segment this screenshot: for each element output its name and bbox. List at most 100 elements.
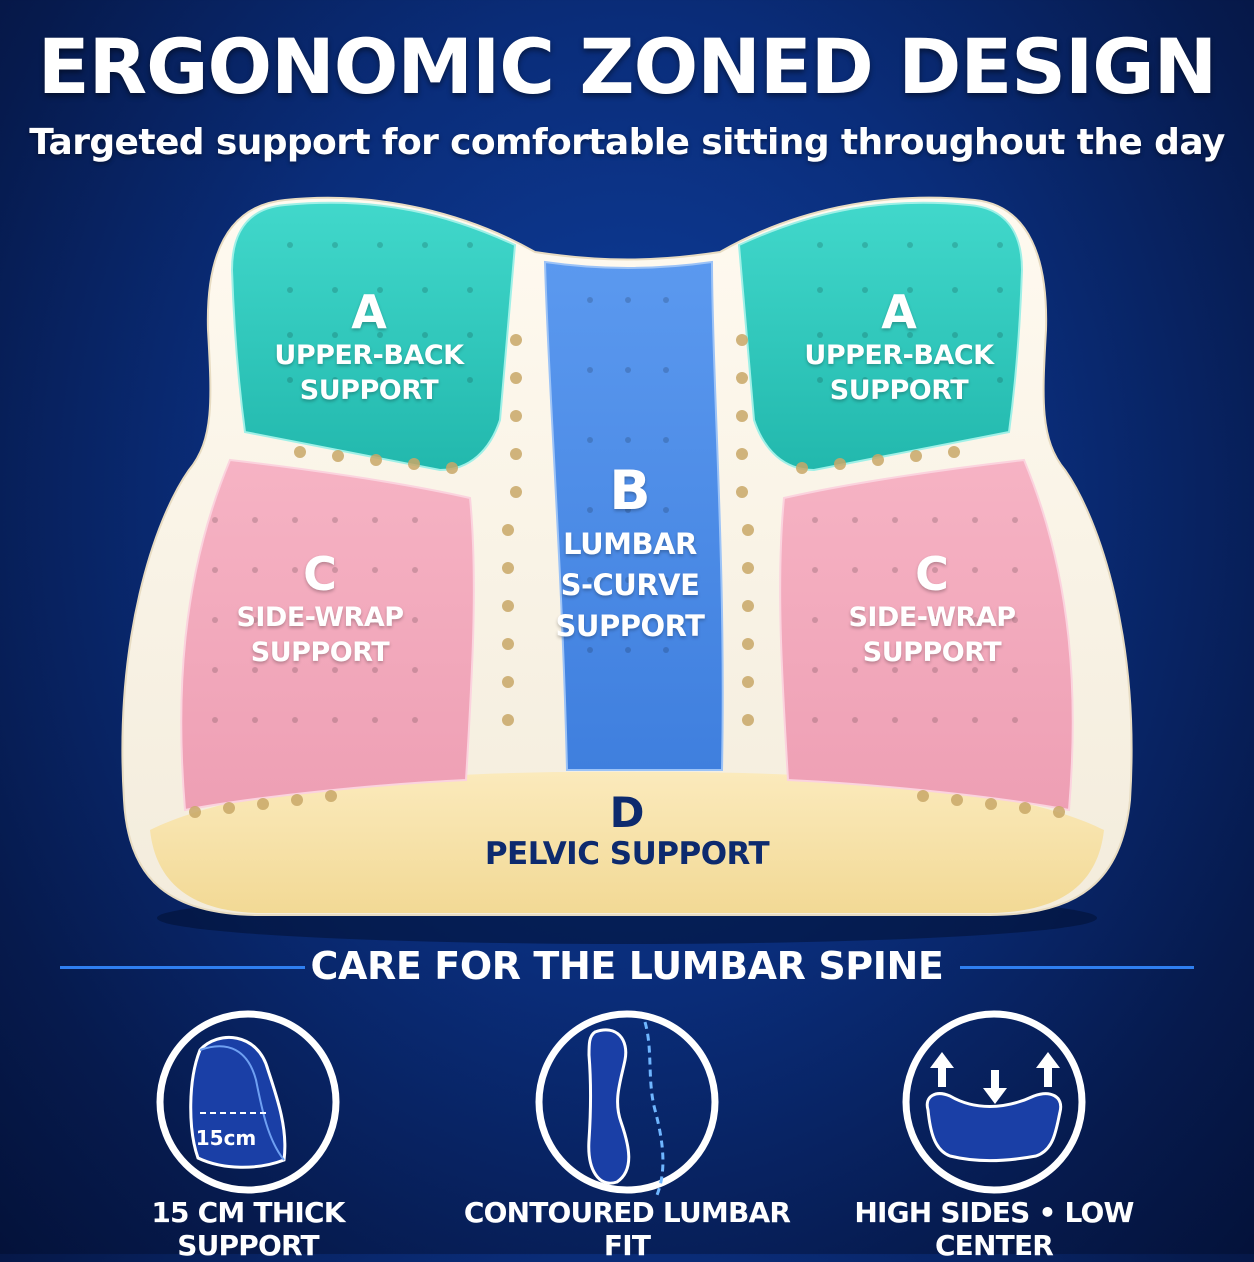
surface-pore xyxy=(1012,517,1018,523)
surface-pore xyxy=(907,242,913,248)
feature-thickness: 15cm 15 CM THICK SUPPORT xyxy=(118,1010,378,1262)
surface-pore xyxy=(377,242,383,248)
ventilation-hole xyxy=(291,794,303,806)
surface-pore xyxy=(812,517,818,523)
surface-pore xyxy=(952,377,958,383)
surface-pore xyxy=(412,617,418,623)
surface-pore xyxy=(817,332,823,338)
ventilation-hole xyxy=(917,790,929,802)
ventilation-holes xyxy=(189,242,1065,818)
zone-a-left-label: A UPPER-BACK SUPPORT xyxy=(264,286,474,408)
surface-pore xyxy=(212,517,218,523)
zone-a-right-letter: A xyxy=(881,285,917,339)
surface-pore xyxy=(817,287,823,293)
pressure-arrows-icon xyxy=(902,1010,1086,1194)
zone-b-letter: B xyxy=(609,459,651,522)
page-title: ERGONOMIC ZONED DESIGN xyxy=(37,22,1218,111)
surface-pore xyxy=(663,577,669,583)
surface-pore xyxy=(932,517,938,523)
ventilation-hole xyxy=(370,454,382,466)
surface-pore xyxy=(852,567,858,573)
zone-c-left-letter: C xyxy=(303,547,337,601)
zone-c-left-line2: SUPPORT xyxy=(250,637,390,668)
surface-pore xyxy=(412,517,418,523)
surface-pore xyxy=(972,717,978,723)
thickness-measure-text: 15cm xyxy=(196,1126,257,1150)
surface-pore xyxy=(852,517,858,523)
zone-b-line2: S-CURVE xyxy=(560,568,700,602)
surface-pore xyxy=(287,377,293,383)
surface-pore xyxy=(663,507,669,513)
ventilation-hole xyxy=(502,676,514,688)
care-divider-right xyxy=(960,966,1194,969)
surface-pore xyxy=(287,332,293,338)
ventilation-hole xyxy=(502,714,514,726)
feature-sides: HIGH SIDES • LOW CENTER xyxy=(854,1010,1134,1262)
surface-pore xyxy=(892,717,898,723)
surface-pore xyxy=(1012,717,1018,723)
surface-pore xyxy=(377,377,383,383)
surface-pore xyxy=(625,367,631,373)
ventilation-hole xyxy=(742,714,754,726)
surface-pore xyxy=(212,567,218,573)
surface-pore xyxy=(812,717,818,723)
surface-pore xyxy=(587,577,593,583)
surface-pore xyxy=(1012,617,1018,623)
ventilation-hole xyxy=(257,798,269,810)
surface-pore xyxy=(892,667,898,673)
ventilation-hole xyxy=(223,802,235,814)
surface-pore xyxy=(332,667,338,673)
surface-pore xyxy=(412,717,418,723)
ventilation-hole xyxy=(985,798,997,810)
zone-c-right-letter: C xyxy=(915,547,949,601)
surface-pore xyxy=(332,242,338,248)
surface-pore xyxy=(467,332,473,338)
zone-c-left-line1: SIDE-WRAP xyxy=(236,602,404,633)
surface-pore xyxy=(625,297,631,303)
surface-pore xyxy=(1012,667,1018,673)
feature-thickness-caption: 15 CM THICK SUPPORT xyxy=(151,1196,345,1262)
surface-pore xyxy=(862,242,868,248)
surface-pore xyxy=(892,617,898,623)
surface-pore xyxy=(252,717,258,723)
surface-pore xyxy=(972,667,978,673)
surface-pore xyxy=(212,617,218,623)
surface-pore xyxy=(972,567,978,573)
ventilation-hole xyxy=(834,458,846,470)
ventilation-hole xyxy=(189,806,201,818)
surface-pore xyxy=(372,517,378,523)
surface-pore xyxy=(862,332,868,338)
care-title: CARE FOR THE LUMBAR SPINE xyxy=(310,944,944,988)
ventilation-hole xyxy=(736,410,748,422)
zone-a-right-shape xyxy=(737,201,1024,472)
surface-pore xyxy=(952,287,958,293)
ventilation-hole xyxy=(736,486,748,498)
surface-pore xyxy=(952,242,958,248)
surface-pore xyxy=(212,717,218,723)
zone-a-left-shape xyxy=(230,201,517,472)
ventilation-hole xyxy=(742,524,754,536)
zone-c-right-line1: SIDE-WRAP xyxy=(848,602,1016,633)
ventilation-hole xyxy=(742,562,754,574)
surface-pore xyxy=(252,617,258,623)
surface-pore xyxy=(852,617,858,623)
ventilation-hole xyxy=(502,562,514,574)
surface-pore xyxy=(422,332,428,338)
surface-pore xyxy=(997,287,1003,293)
zone-d-line1: PELVIC SUPPORT xyxy=(484,836,770,872)
ventilation-hole xyxy=(510,410,522,422)
ventilation-hole xyxy=(951,794,963,806)
feature-sides-caption: HIGH SIDES • LOW CENTER xyxy=(854,1196,1134,1262)
ventilation-hole xyxy=(446,462,458,474)
ventilation-hole xyxy=(294,446,306,458)
zone-a-right-label: A UPPER-BACK SUPPORT xyxy=(794,286,1004,408)
surface-pore xyxy=(332,287,338,293)
surface-pore xyxy=(422,242,428,248)
zone-b-line1: LUMBAR xyxy=(563,527,697,561)
surface-pore xyxy=(377,332,383,338)
ventilation-hole xyxy=(736,448,748,460)
surface-pore xyxy=(252,517,258,523)
surface-pore xyxy=(1012,567,1018,573)
zone-b-line3: SUPPORT xyxy=(555,609,705,643)
